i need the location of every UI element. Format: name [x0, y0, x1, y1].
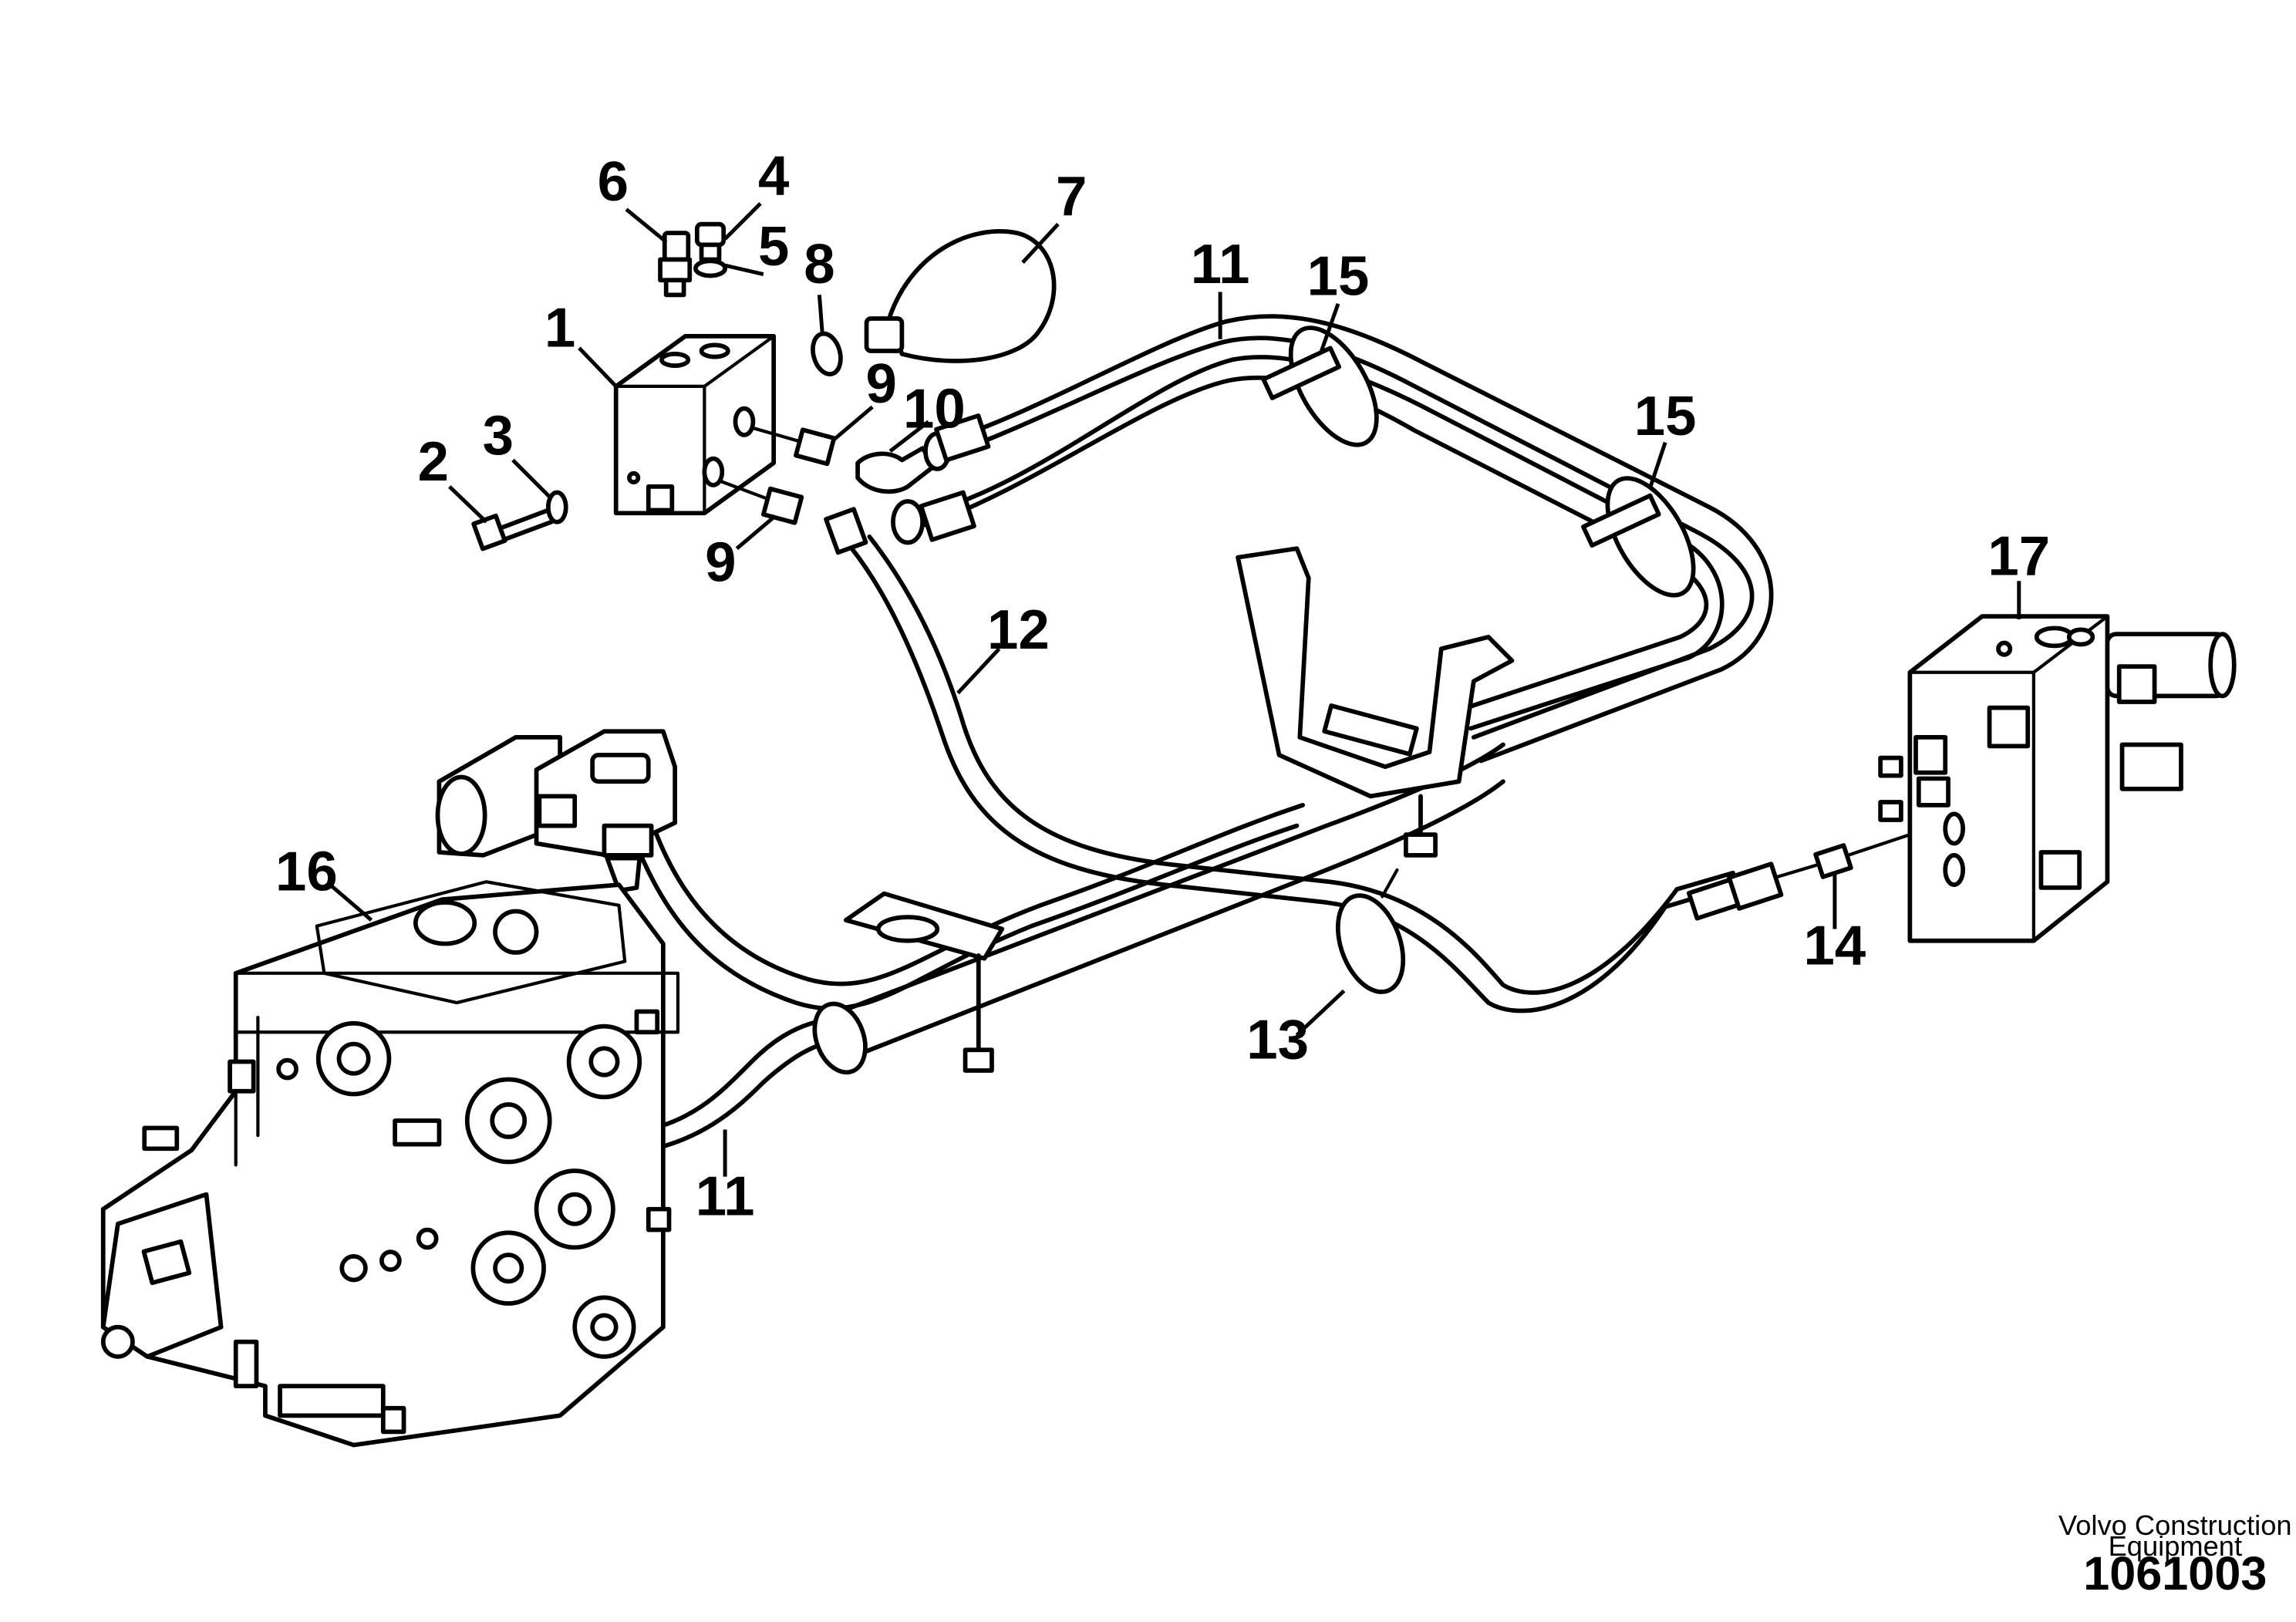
- callout-11-lower: 11: [696, 1165, 755, 1227]
- valve-block-17: [1878, 614, 2237, 943]
- callout-15-left: 15: [1307, 244, 1370, 307]
- callout-3: 3: [483, 404, 514, 467]
- valve-block-1: [613, 334, 777, 516]
- callout-13: 13: [1246, 1009, 1309, 1071]
- hose-end-fitting-lower: [919, 490, 976, 542]
- callout-16: 16: [275, 841, 338, 903]
- callout-14: 14: [1804, 914, 1866, 976]
- pressure-sensor-6: [658, 231, 693, 298]
- adapter-9-lower: [717, 479, 868, 555]
- support-bracket: [1236, 546, 1515, 858]
- callout-7: 7: [1056, 165, 1087, 228]
- cable-tie-13: [1335, 868, 1406, 994]
- callout-6: 6: [598, 150, 629, 213]
- adapter-9-upper: [750, 426, 837, 467]
- callout-15-right: 15: [1634, 385, 1697, 447]
- callout-leaders: [329, 202, 2021, 1177]
- callout-labels: 1 2 3 4 5 6 7 8 9 9 10 11 11 12 13 14 15…: [275, 144, 2050, 1227]
- callout-5: 5: [758, 215, 789, 278]
- callout-8: 8: [804, 233, 834, 295]
- solenoid-valve: [435, 729, 678, 893]
- credit-line-1: Volvo Construction: [2058, 1509, 2292, 1541]
- callout-10: 10: [903, 377, 966, 440]
- o-ring-5: [693, 258, 727, 278]
- document-footer: Volvo Construction Equipment 1061003: [2058, 1509, 2292, 1600]
- document-number: 1061003: [2083, 1547, 2267, 1600]
- hose-end-fitting-upper: [934, 413, 991, 463]
- pipe-bracket: [843, 891, 1005, 1073]
- callout-9-upper: 9: [865, 352, 896, 415]
- pump-16: [100, 880, 680, 1448]
- plug-4: [694, 221, 727, 262]
- hose-nut-lower: [891, 499, 925, 545]
- callout-17: 17: [1988, 525, 2050, 588]
- hose-11-lower: [628, 802, 1305, 1155]
- bolt-2: [471, 508, 554, 551]
- o-ring-8: [811, 331, 843, 376]
- clamp-15-b: [1581, 476, 1696, 598]
- callout-1: 1: [544, 296, 575, 359]
- callout-2: 2: [418, 430, 449, 493]
- accumulator-7: [864, 229, 1057, 363]
- hose-12: [849, 534, 1680, 1013]
- callout-11-upper: 11: [1191, 233, 1250, 295]
- callout-9-lower: 9: [705, 531, 736, 593]
- callout-12: 12: [987, 599, 1050, 661]
- washer-3: [545, 490, 568, 524]
- credit-line-2: Equipment: [2109, 1530, 2242, 1562]
- callout-4: 4: [758, 144, 789, 207]
- hose-14-line: [1663, 832, 1912, 921]
- clamp-15-a: [1261, 325, 1379, 447]
